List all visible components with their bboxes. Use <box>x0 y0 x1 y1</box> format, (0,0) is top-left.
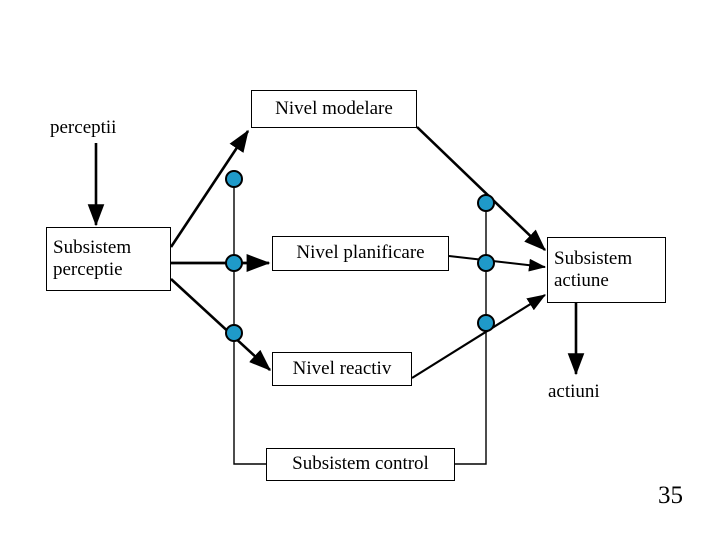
junction-right-upper <box>477 194 495 212</box>
junction-right-middle <box>477 254 495 272</box>
label-perceptii: perceptii <box>50 117 117 138</box>
node-nivel-planificare[interactable]: Nivel planificare <box>272 236 449 271</box>
node-nivel-reactiv-label: Nivel reactiv <box>292 357 392 379</box>
connector-planificare-to-subsistem-actiune <box>448 255 546 272</box>
connector-perceptie-to-nivel-reactiv <box>170 278 271 371</box>
node-subsistem-perceptie[interactable]: Subsistem perceptie <box>46 227 171 291</box>
control-bus-left-vertical <box>233 179 266 465</box>
node-subsistem-control[interactable]: Subsistem control <box>266 448 455 481</box>
node-subsistem-actiune-label: Subsistem actiune <box>554 247 633 291</box>
node-nivel-modelare[interactable]: Nivel modelare <box>251 90 417 128</box>
page-number: 35 <box>658 482 683 509</box>
node-nivel-reactiv[interactable]: Nivel reactiv <box>272 352 412 386</box>
node-subsistem-perceptie-label: Subsistem perceptie <box>53 236 132 280</box>
node-nivel-planificare-label: Nivel planificare <box>296 242 425 264</box>
connector-perceptie-to-nivel-modelare <box>169 129 250 248</box>
connector-modelare-to-subsistem-actiune <box>416 126 546 251</box>
junction-left-upper <box>225 170 243 188</box>
node-nivel-modelare-label: Nivel modelare <box>275 97 393 119</box>
node-subsistem-actiune[interactable]: Subsistem actiune <box>547 237 666 303</box>
control-bus-right-vertical <box>455 203 487 465</box>
label-actiuni: actiuni <box>548 381 600 402</box>
connector-reactiv-to-subsistem-actiune <box>411 294 546 379</box>
node-subsistem-control-label: Subsistem control <box>292 453 429 475</box>
junction-left-lower <box>225 324 243 342</box>
junction-right-lower <box>477 314 495 332</box>
junction-left-middle <box>225 254 243 272</box>
